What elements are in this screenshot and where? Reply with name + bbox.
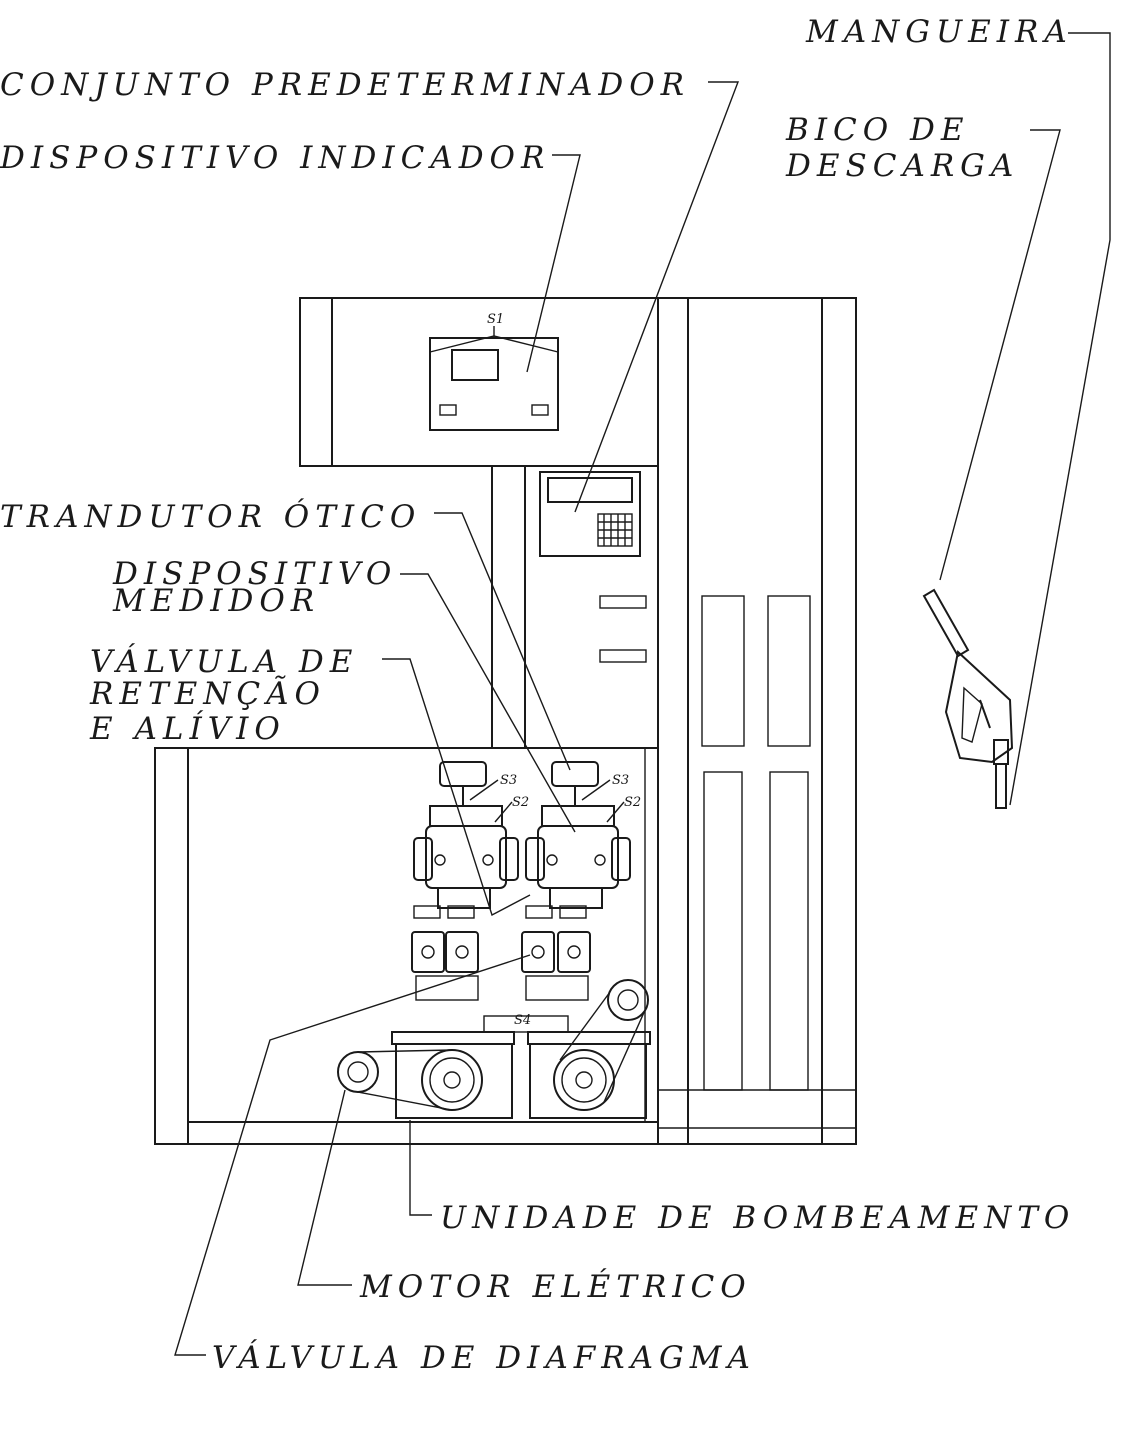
electric-motor-right bbox=[559, 979, 649, 1103]
leader-valvula-diafragma bbox=[174, 954, 531, 1356]
leader-unidade-bombeamento bbox=[409, 1120, 432, 1216]
seal-s3-right: S3 bbox=[612, 773, 629, 788]
label-valvula-retencao-2: RETENÇÃO bbox=[89, 675, 326, 712]
label-motor-eletrico: MOTOR ELÉTRICO bbox=[359, 1267, 752, 1305]
label-dispositivo-medidor-1: DISPOSITIVO bbox=[112, 556, 397, 592]
seal-s2-left: S2 bbox=[512, 795, 529, 810]
seal-s3-left: S3 bbox=[500, 773, 517, 788]
label-unidade-bombeamento: UNIDADE DE BOMBEAMENTO bbox=[440, 1200, 1075, 1236]
leader-mangueira bbox=[1009, 32, 1111, 806]
pumping-unit: S4 bbox=[391, 1013, 651, 1119]
dispenser-cabinet bbox=[154, 297, 857, 1145]
indicator-device: S1 bbox=[429, 312, 559, 431]
leader-dispositivo-indicador bbox=[526, 154, 581, 373]
leader-transdutor-otico bbox=[434, 512, 571, 771]
leader-bico-de-descarga bbox=[939, 129, 1061, 581]
leader-dispositivo-medidor bbox=[400, 573, 576, 833]
label-valvula-retencao-1: VÁLVULA DE bbox=[90, 642, 358, 680]
label-mangueira: MANGUEIRA bbox=[805, 14, 1073, 50]
electric-motor-left bbox=[337, 1049, 453, 1111]
seal-s2-right: S2 bbox=[624, 795, 641, 810]
meter-right: S3 S2 bbox=[521, 761, 641, 1001]
right-column bbox=[657, 297, 857, 1145]
label-dispositivo-indicador: DISPOSITIVO INDICADOR bbox=[0, 140, 550, 176]
pump-compartment bbox=[154, 747, 659, 1145]
label-valvula-retencao-3: E ALÍVIO bbox=[89, 709, 286, 747]
label-bico-de-descarga-1: BICO DE bbox=[785, 112, 970, 148]
seal-s1: S1 bbox=[487, 312, 504, 327]
label-dispositivo-medidor-2: MEDIDOR bbox=[112, 583, 320, 619]
preset-unit bbox=[539, 471, 647, 663]
label-bico-de-descarga-2: DESCARGA bbox=[785, 148, 1019, 184]
leader-motor-eletrico bbox=[297, 1089, 352, 1286]
discharge-nozzle bbox=[922, 588, 1014, 809]
leader-lines bbox=[174, 32, 1111, 1356]
label-conjunto-predeterminador: CONJUNTO PREDETERMINADOR bbox=[0, 67, 690, 103]
keypad bbox=[597, 513, 633, 547]
leader-conjunto-predeterminador bbox=[574, 81, 740, 513]
indicator-head-box bbox=[299, 297, 659, 467]
label-valvula-diafragma: VÁLVULA DE DIAFRAGMA bbox=[212, 1338, 756, 1376]
meter-left: S3 S2 bbox=[411, 761, 529, 1001]
label-transdutor-otico: TRANDUTOR ÓTICO bbox=[0, 497, 421, 535]
seal-s4: S4 bbox=[514, 1013, 531, 1028]
